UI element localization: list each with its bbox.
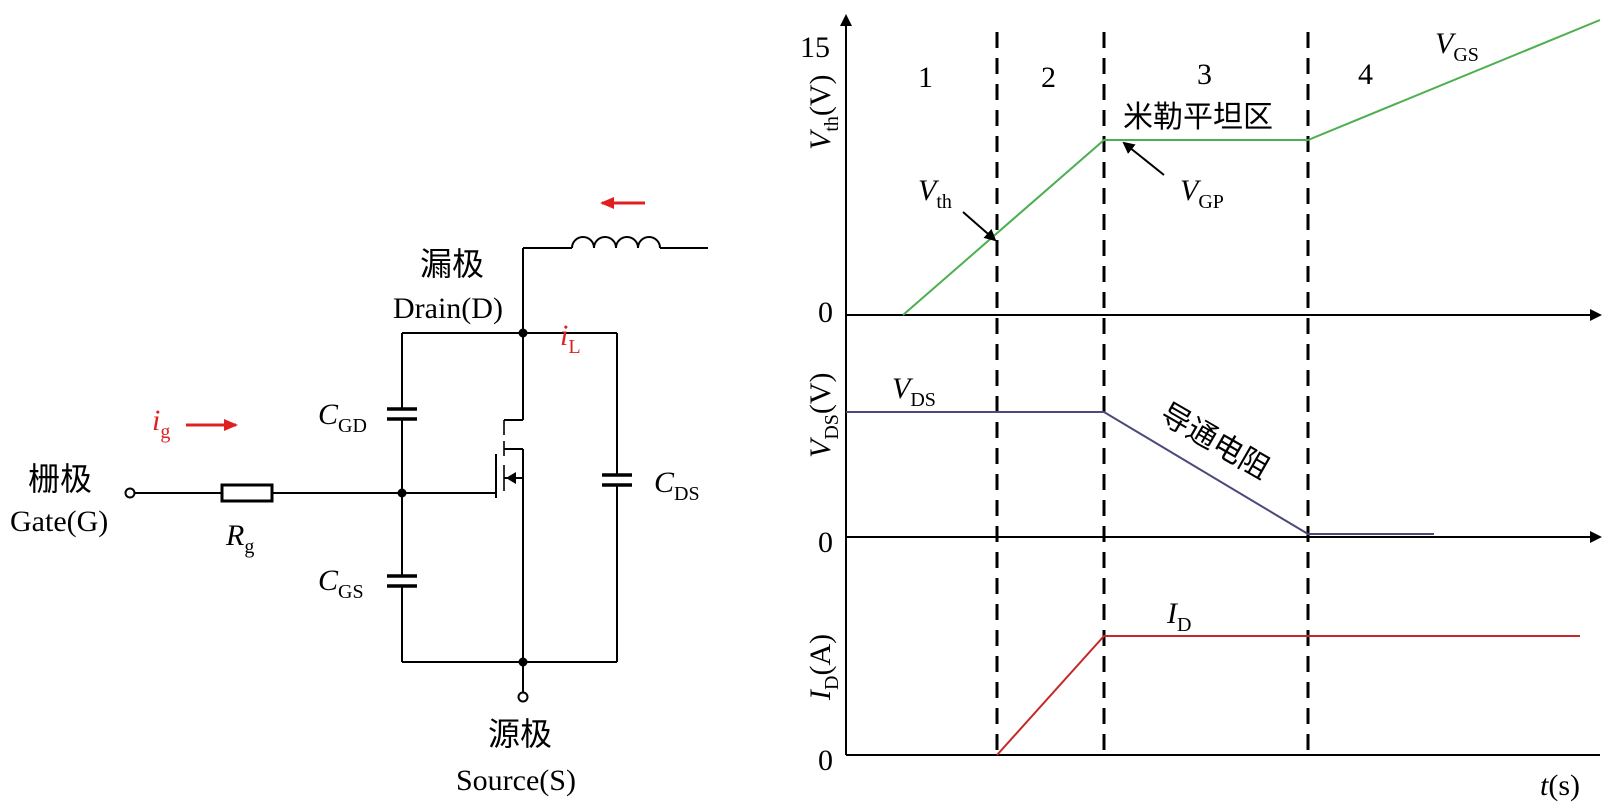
id-label-sub: D — [1177, 614, 1191, 636]
vgp-label: VGP — [1180, 174, 1224, 213]
middle-ylabel-unit: (V) — [804, 372, 837, 414]
cgs-label-sub: GS — [338, 581, 364, 603]
inductor-coil — [571, 236, 661, 249]
id-label-main: I — [1166, 597, 1179, 630]
cgd-label-sub: GD — [338, 415, 367, 437]
rg-label: Rg — [225, 519, 254, 558]
source-terminal — [517, 691, 529, 703]
stage-label-1: 1 — [918, 61, 933, 94]
x-axis-label-unit: (s) — [1548, 769, 1580, 802]
top-ylabel-sub: th — [821, 116, 843, 132]
gate-drive-circuit: 漏极 Drain(D) 栅极 Gate(G) 源极 Source(S) Rg i… — [10, 197, 708, 797]
bottom-ylabel-sub: D — [821, 676, 843, 690]
top-tick-15: 15 — [800, 31, 830, 64]
ig-label-main: i — [152, 404, 160, 437]
cgd-label-main: C — [318, 398, 339, 431]
il-label-main: i — [560, 319, 568, 352]
cgs-label-main: C — [318, 564, 339, 597]
vth-label-main: V — [918, 174, 940, 207]
vth-label-sub: th — [936, 191, 952, 213]
drain-label-en: Drain(D) — [393, 292, 503, 325]
top-ylabel-main: V — [804, 128, 837, 150]
vds-curve — [846, 411, 1434, 535]
middle-zero: 0 — [818, 526, 833, 559]
ig-label-sub: g — [160, 421, 170, 443]
x-axis-label-main: t — [1540, 769, 1549, 802]
vds-label-main: V — [892, 372, 914, 405]
vgs-label: VGS — [1435, 27, 1479, 66]
stage-label-3: 3 — [1197, 58, 1212, 91]
middle-ylabel: VDS(V) — [804, 372, 843, 458]
cgd-label: CGD — [318, 398, 367, 437]
vth-pointer — [962, 211, 997, 242]
bottom-ylabel-main: I — [804, 688, 837, 701]
miller-plateau-label: 米勒平坦区 — [1123, 101, 1273, 134]
il-label: iL — [560, 319, 581, 358]
vds-label: VDS — [892, 372, 936, 411]
id-curve — [996, 635, 1580, 756]
source-label-cn: 源极 — [488, 716, 552, 752]
vgp-label-sub: GP — [1198, 191, 1224, 213]
rg-label-sub: g — [244, 536, 254, 558]
vgs-label-sub: GS — [1453, 44, 1479, 66]
cgs-label: CGS — [318, 564, 364, 603]
gate-label-en: Gate(G) — [10, 505, 108, 538]
vgp-label-main: V — [1180, 174, 1202, 207]
vth-label: Vth — [918, 174, 952, 213]
id-label: ID — [1166, 597, 1191, 636]
il-label-sub: L — [568, 336, 580, 358]
rg-label-main: R — [225, 519, 244, 552]
bottom-ylabel: ID(A) — [804, 634, 843, 701]
stage-label-4: 4 — [1358, 58, 1373, 91]
stage-label-2: 2 — [1041, 61, 1056, 94]
drain-label-cn: 漏极 — [420, 246, 484, 282]
middle-ylabel-main: V — [804, 436, 837, 458]
ig-label: ig — [152, 404, 170, 443]
top-ylabel-unit: (V) — [804, 74, 837, 116]
vgs-label-main: V — [1435, 27, 1457, 60]
source-label-en: Source(S) — [456, 764, 576, 797]
cds-label: CDS — [654, 466, 700, 505]
mosfet-symbol — [488, 333, 524, 662]
on-resistance-label: 导通电阻 — [1155, 397, 1275, 486]
vds-label-sub: DS — [910, 389, 936, 411]
cds-label-main: C — [654, 466, 675, 499]
middle-ylabel-sub: DS — [821, 414, 843, 440]
gate-terminal — [124, 487, 136, 499]
gate-label-cn: 栅极 — [28, 461, 92, 497]
vgp-pointer — [1122, 141, 1165, 176]
bottom-zero: 0 — [818, 744, 833, 777]
top-zero: 0 — [818, 296, 833, 329]
top-ylabel: Vth(V) — [804, 74, 843, 150]
gate-resistor — [220, 483, 274, 503]
x-axis-label: t(s) — [1540, 769, 1580, 802]
bottom-ylabel-unit: (A) — [804, 634, 837, 676]
cds-label-sub: DS — [674, 483, 700, 505]
vgs-curve — [902, 19, 1601, 316]
switching-waveforms: 1 2 3 4 15 0 Vth(V) VGS 米勒平坦区 Vth VGP 0 … — [800, 14, 1602, 802]
